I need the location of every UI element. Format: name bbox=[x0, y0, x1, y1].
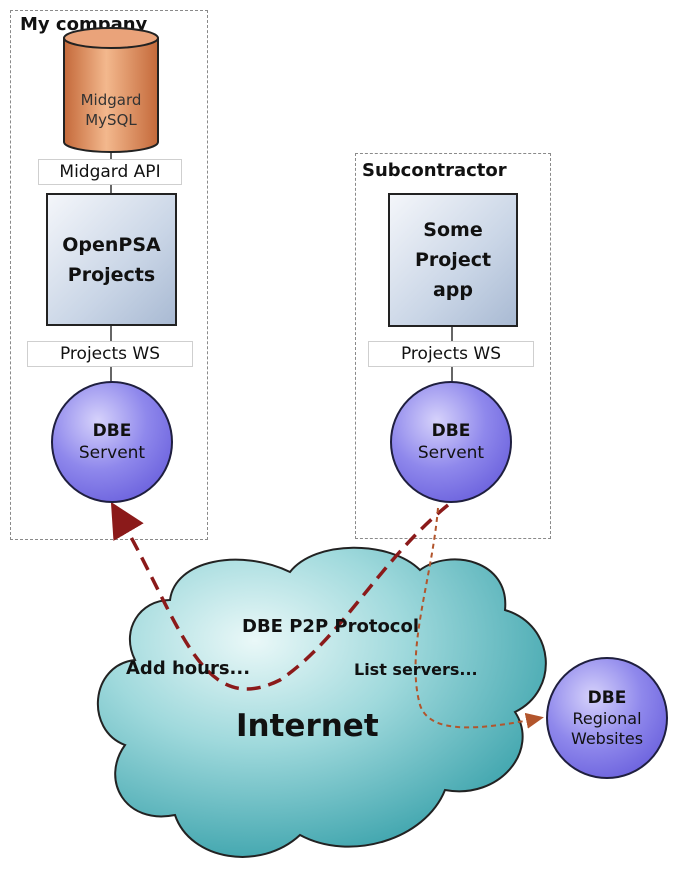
internet-label: Internet bbox=[236, 708, 379, 744]
add-hours-label: Add hours... bbox=[126, 658, 251, 679]
some-project-app-box: Some Project app bbox=[388, 193, 518, 327]
projects-ws-interface-right: Projects WS bbox=[368, 341, 534, 367]
p2p-protocol-arrow bbox=[110, 501, 450, 691]
dbe-servent-left-node: DBE Servent bbox=[51, 381, 173, 503]
servent-right-title: DBE bbox=[431, 421, 471, 441]
list-servers-arrow bbox=[414, 507, 544, 729]
regional-subtitle: Regional Websites bbox=[570, 709, 644, 748]
servent-right-subtitle: Servent bbox=[417, 443, 485, 463]
database-label: Midgard MySQL bbox=[80, 91, 142, 129]
servent-left-title: DBE bbox=[92, 421, 132, 441]
subcontractor-title: Subcontractor bbox=[362, 160, 507, 181]
midgard-api-interface: Midgard API bbox=[38, 159, 182, 185]
openpsa-projects-box: OpenPSA Projects bbox=[46, 193, 177, 326]
dbe-servent-right-node: DBE Servent bbox=[390, 381, 512, 503]
servent-left-subtitle: Servent bbox=[78, 443, 146, 463]
subcontractor-group bbox=[355, 153, 551, 539]
p2p-protocol-label: DBE P2P Protocol bbox=[242, 616, 420, 637]
projects-ws-interface-left: Projects WS bbox=[27, 341, 193, 367]
database-icon bbox=[63, 27, 159, 153]
dbe-regional-websites-node: DBE Regional Websites bbox=[546, 657, 668, 779]
my-company-group bbox=[10, 10, 208, 540]
regional-title: DBE bbox=[587, 688, 627, 708]
internet-cloud bbox=[96, 546, 547, 858]
list-servers-label: List servers... bbox=[354, 660, 478, 679]
